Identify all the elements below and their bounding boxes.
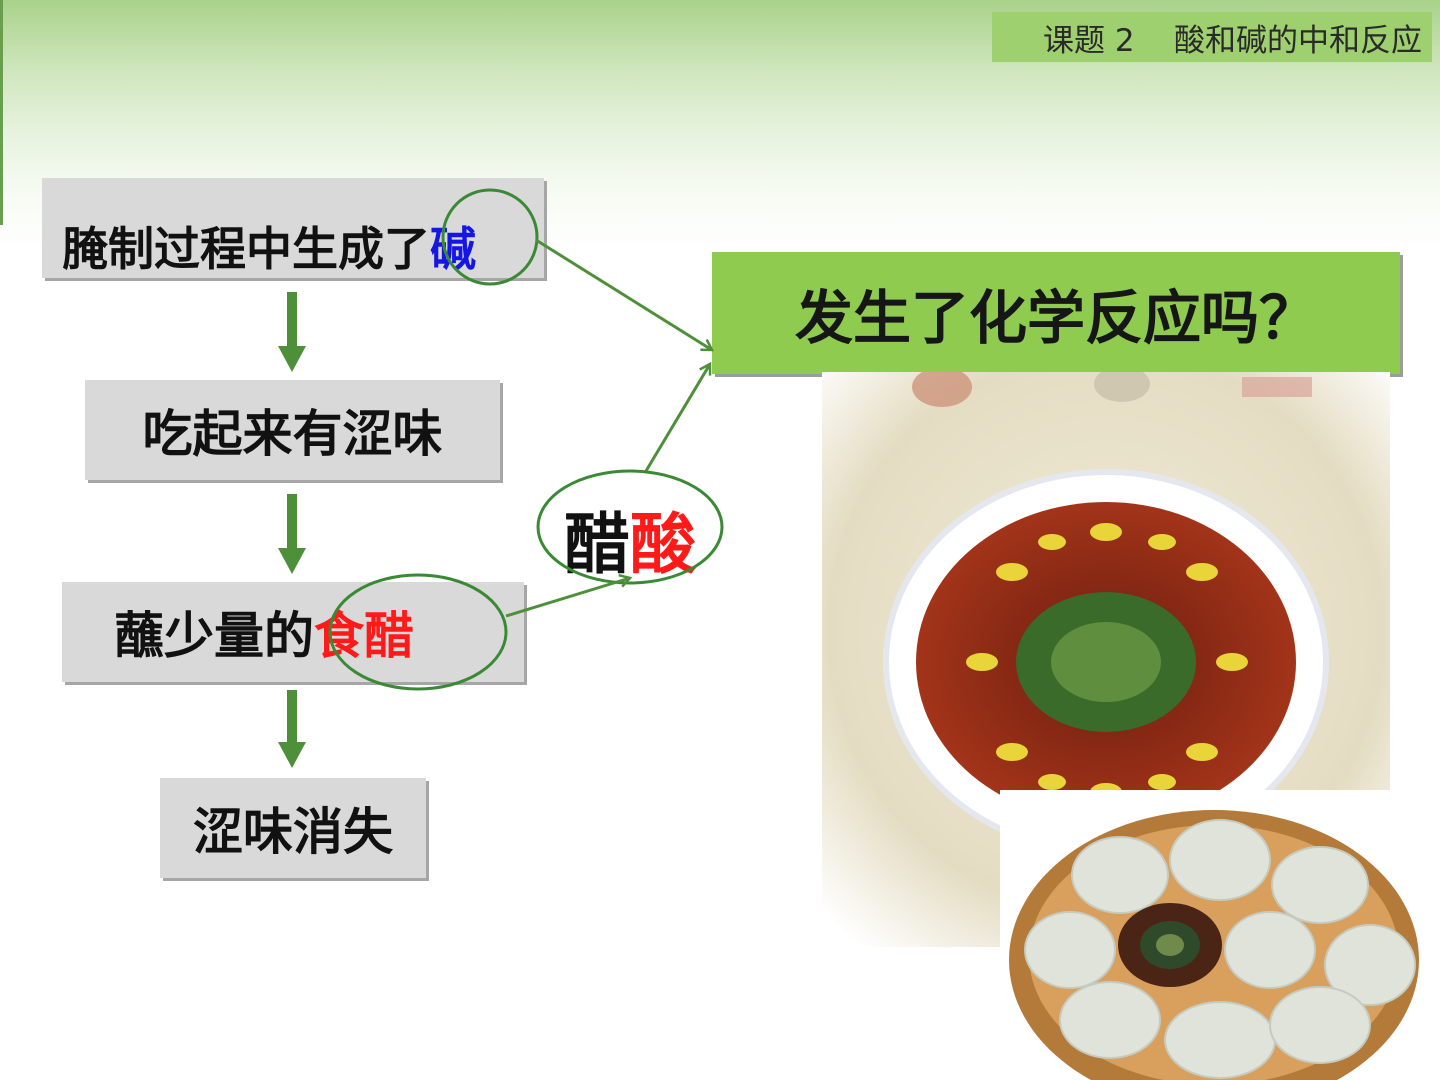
flow-step-astringent: 吃起来有涩味 (85, 380, 500, 480)
question-box: 发生了化学反应吗？ (712, 252, 1400, 374)
flow-step-astringent-text: 吃起来有涩味 (142, 405, 443, 463)
question-text: 发生了化学反应吗？ (794, 284, 1317, 352)
left-edge-bar (0, 0, 3, 225)
flow-step-vinegar-text: 蘸少量的 (114, 607, 314, 665)
flow-step-taste-gone-text: 涩味消失 (193, 803, 393, 861)
acetic-acid-label-part2: 酸 (630, 505, 696, 583)
course-title-tag: 课题 2 酸和碱的中和反应 (992, 12, 1432, 62)
egg-basket-illustration (1000, 790, 1428, 1080)
dish-illustration (822, 372, 1390, 947)
alkali-highlight: 碱 (430, 222, 476, 276)
flow-step-vinegar: 蘸少量的食醋 (62, 582, 524, 682)
acetic-acid-label: 醋酸 (540, 494, 720, 584)
preserved-eggs-basket-photo (1000, 790, 1428, 1080)
flow-step-pickling: 腌制过程中生成了碱 (42, 178, 544, 278)
flow-step-pickling-text: 腌制过程中生成了 (62, 222, 430, 276)
acetic-acid-label-part1: 醋 (564, 505, 630, 583)
vinegar-highlight: 食醋 (314, 607, 414, 665)
flow-step-taste-gone: 涩味消失 (160, 778, 426, 878)
preserved-egg-dish-photo (822, 372, 1390, 947)
